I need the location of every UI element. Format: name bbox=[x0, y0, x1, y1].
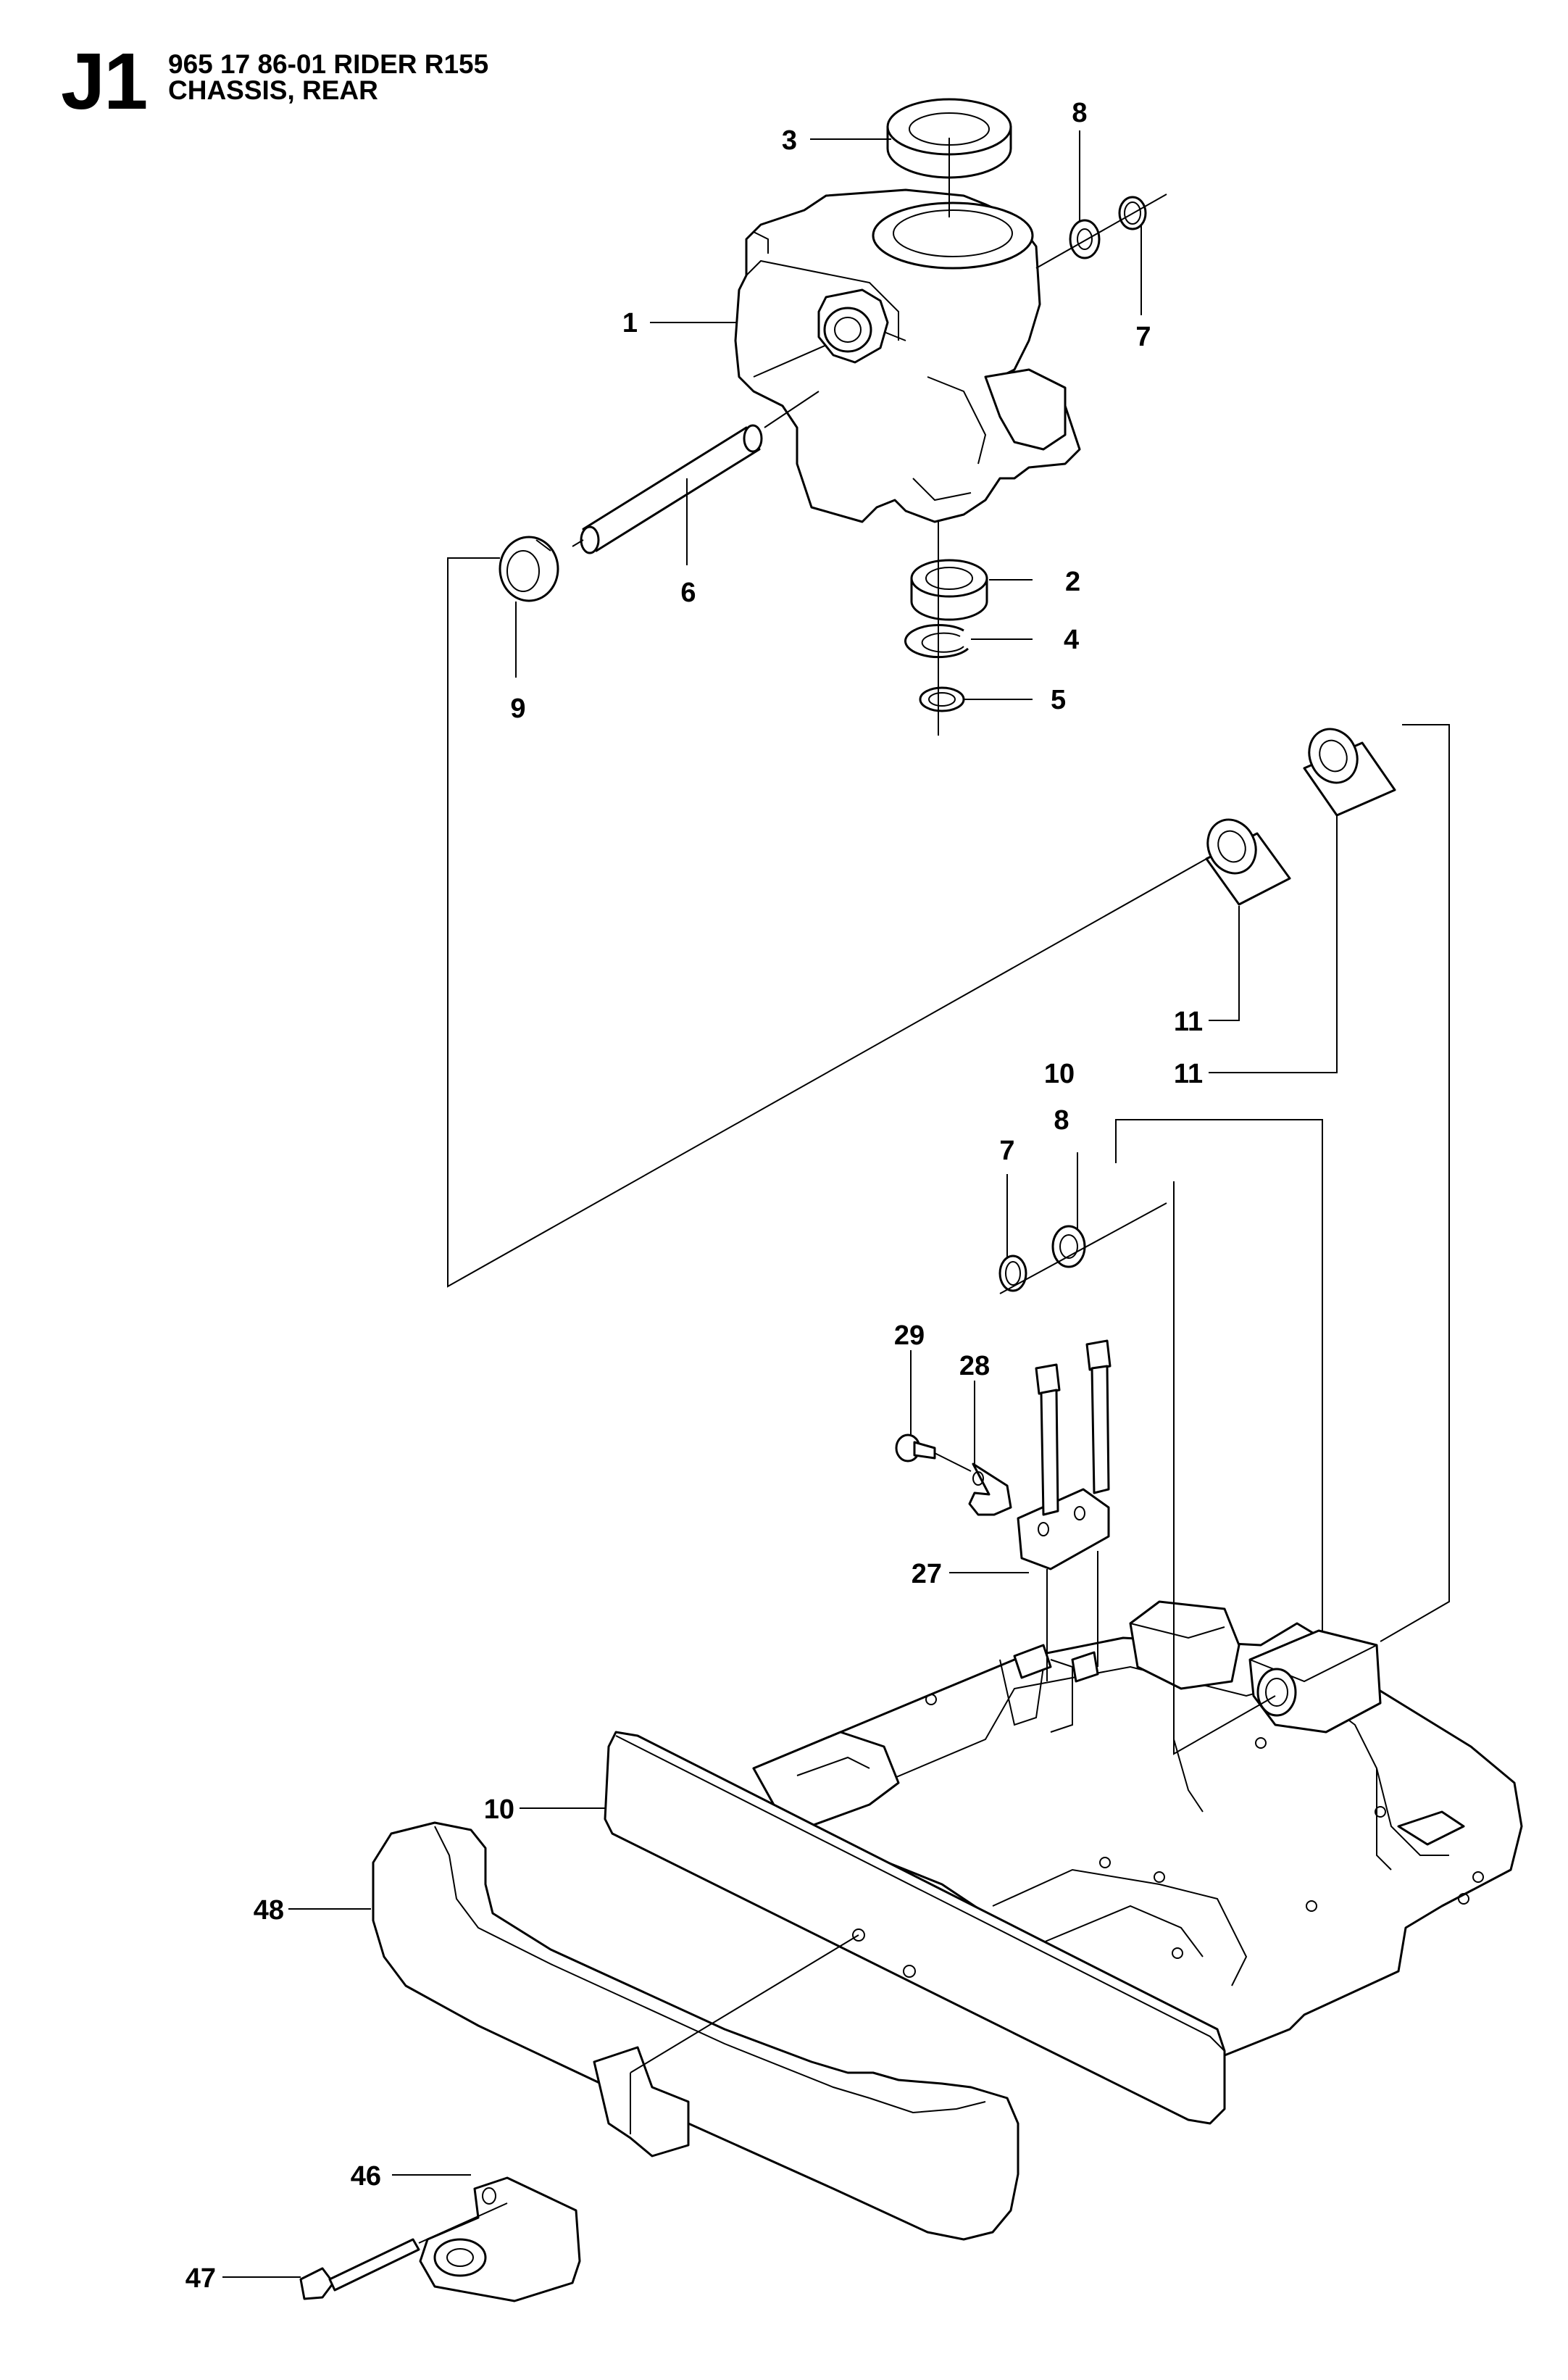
bushing-part-9 bbox=[499, 536, 559, 602]
callout-1: 1 bbox=[622, 308, 638, 338]
bracket-part-28 bbox=[968, 1462, 1012, 1516]
callout-10-a: 10 bbox=[1044, 1059, 1075, 1089]
washer-part-8-lower bbox=[1051, 1225, 1086, 1268]
callout-28: 28 bbox=[959, 1351, 990, 1381]
callout-4: 4 bbox=[1064, 625, 1079, 655]
circlip-part-7-lower bbox=[998, 1255, 1027, 1292]
callout-10-b: 10 bbox=[484, 1794, 514, 1825]
washer-part-5 bbox=[919, 686, 965, 712]
bolt-long-right bbox=[1085, 1339, 1112, 1494]
bushing-part-11-right bbox=[1303, 728, 1396, 817]
seal-part-3 bbox=[886, 98, 1012, 217]
callout-9: 9 bbox=[510, 694, 525, 724]
callout-11-a: 11 bbox=[1174, 1007, 1203, 1037]
chassis-tower-left bbox=[1129, 1600, 1240, 1690]
diagram-subtitle: CHASSIS, REAR bbox=[168, 75, 378, 105]
bumper-part-10 bbox=[604, 1731, 1226, 2125]
callout-27: 27 bbox=[912, 1559, 942, 1589]
callout-2: 2 bbox=[1065, 567, 1080, 597]
callout-6: 6 bbox=[680, 578, 696, 608]
callout-48: 48 bbox=[254, 1895, 284, 1926]
bearing-part-2 bbox=[910, 559, 988, 621]
bolt-long-left bbox=[1035, 1363, 1061, 1516]
diagram-code: J1 bbox=[61, 37, 148, 126]
diagram-title: 965 17 86-01 RIDER R155 bbox=[168, 49, 489, 79]
bolt-part-47 bbox=[299, 2202, 508, 2300]
callout-47: 47 bbox=[185, 2263, 216, 2294]
circlip-part-4 bbox=[904, 624, 969, 659]
washer-part-8-upper bbox=[1069, 219, 1101, 259]
shaft-part-6 bbox=[572, 391, 820, 554]
callout-46: 46 bbox=[351, 2161, 381, 2192]
bushing-part-11-left bbox=[1205, 818, 1291, 906]
bumper-part-48 bbox=[372, 1821, 1019, 2241]
hitch-bracket-part-46 bbox=[419, 2176, 581, 2302]
chassis-frame bbox=[752, 1622, 1523, 2060]
callout-3: 3 bbox=[782, 125, 797, 156]
chassis-bracket-mid bbox=[1013, 1644, 1099, 1683]
callout-7-upper: 7 bbox=[1135, 322, 1151, 352]
callout-5: 5 bbox=[1051, 685, 1066, 715]
clamp-part-27 bbox=[1017, 1488, 1110, 1570]
callout-29: 29 bbox=[894, 1320, 925, 1351]
callout-leaders bbox=[222, 130, 1338, 2278]
callout-7-lower: 7 bbox=[999, 1136, 1014, 1166]
screw-part-29 bbox=[895, 1434, 972, 1472]
callout-numbers: 3 8 7 1 6 2 4 5 9 11 10 11 8 7 29 28 27 … bbox=[185, 98, 1203, 2294]
callout-8-upper: 8 bbox=[1072, 98, 1087, 128]
chassis-tower-right bbox=[1248, 1629, 1382, 1734]
assembly-lines bbox=[447, 557, 1450, 2073]
callout-8-lower: 8 bbox=[1054, 1105, 1069, 1136]
housing-part-1 bbox=[734, 188, 1081, 523]
callout-11-b: 11 bbox=[1174, 1059, 1203, 1089]
